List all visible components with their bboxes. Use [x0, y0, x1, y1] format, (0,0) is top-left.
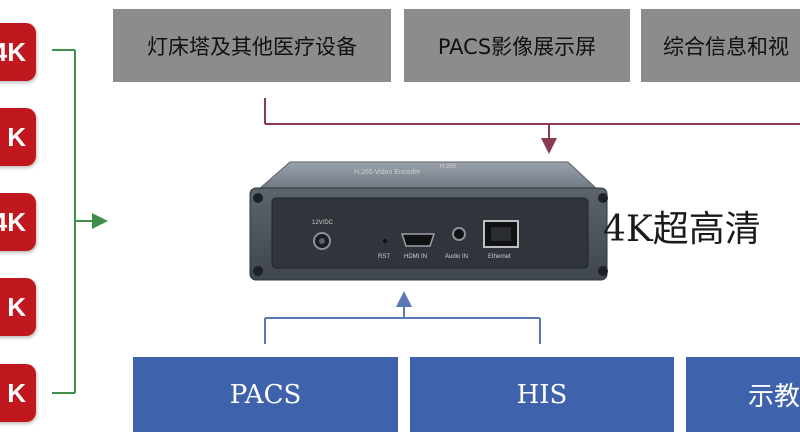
bottom-box-his: HIS: [410, 357, 674, 432]
left-badge-4: K: [0, 278, 36, 336]
port-label-hdmi: HDMI IN: [404, 254, 427, 260]
left-badge-2: K: [0, 108, 36, 166]
port-label-rst: RST: [378, 254, 390, 260]
top-box-label: 灯床塔及其他医疗设备: [147, 34, 357, 59]
top-box-label: 综合信息和视: [663, 34, 789, 59]
left-badge-label: K: [7, 291, 26, 322]
left-badge-label: K: [7, 121, 26, 152]
left-badge-label: 4K: [0, 36, 26, 67]
device-header-text: H.265: [440, 164, 457, 170]
top-box-integrated-info: 综合信息和视: [641, 9, 800, 82]
top-box-label: PACS影像展示屏: [437, 34, 597, 59]
left-badge-5: K: [0, 364, 36, 422]
left-badge-3: 4K: [0, 193, 36, 251]
bottom-box-label: HIS: [516, 379, 568, 410]
left-badge-label: K: [7, 377, 26, 408]
device-front-label: H.265 Video Encoder: [354, 169, 421, 176]
left-badge-1: 4K: [0, 23, 36, 81]
bottom-box-teaching: 示教: [686, 357, 800, 432]
bottom-box-pacs: PACS: [133, 357, 398, 432]
left-badge-label: 4K: [0, 206, 26, 237]
bottom-box-label: PACS: [229, 379, 302, 410]
port-label-ethernet: Ethernet: [488, 254, 511, 260]
top-box-medical-equipment: 灯床塔及其他医疗设备: [113, 9, 391, 82]
port-label-audio: Audio IN: [445, 254, 469, 260]
blue-connector: [264, 291, 541, 344]
top-box-pacs-display: PACS影像展示屏: [404, 9, 630, 82]
device-title: 4K超高清: [603, 209, 761, 250]
power-label: 12V/DC: [312, 220, 334, 226]
maroon-connector: [264, 98, 800, 154]
green-bracket-connector: [52, 49, 108, 394]
encoder-device: [249, 161, 608, 281]
bottom-box-label: 示教: [748, 382, 800, 412]
